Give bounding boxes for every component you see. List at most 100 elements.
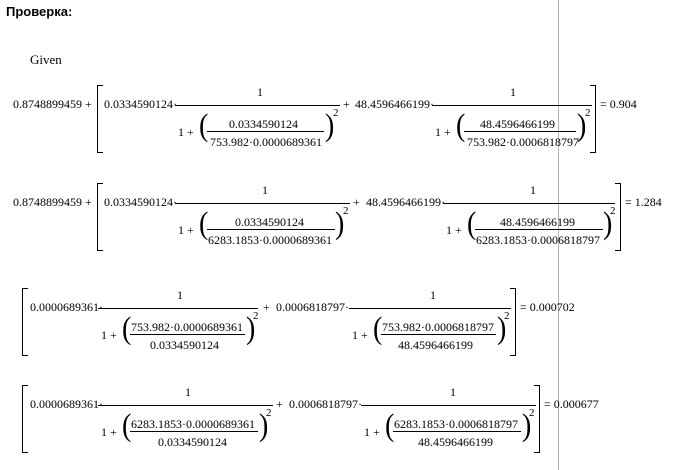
equation-3: 0.0000689361· 1 1 + ( 753.982·0.00006893… bbox=[0, 288, 677, 363]
eq3-result: = 0.000702 bbox=[520, 300, 575, 314]
eq1-term2-frac-num: 48.4596466199 bbox=[480, 117, 555, 131]
eq4-term1-rparen: ) bbox=[259, 407, 269, 444]
eq1-term1-lparen: ( bbox=[199, 107, 209, 144]
eq4-term2-rparen: ) bbox=[522, 407, 532, 444]
eq2-term1-frac-bar bbox=[207, 229, 335, 230]
eq1-plus: + bbox=[343, 97, 350, 111]
page-break-line bbox=[558, 0, 559, 470]
eq2-term2-exponent: 2 bbox=[610, 205, 616, 217]
eq3-term1-main-bar bbox=[98, 308, 258, 309]
eq2-term2-coef: 48.4596466199· bbox=[366, 195, 445, 209]
eq2-term2-rparen: ) bbox=[603, 205, 613, 242]
eq3-term1-frac-den: 0.0334590124 bbox=[150, 338, 219, 352]
eq4-term2-frac-den: 48.4596466199 bbox=[418, 435, 493, 449]
eq1-left-bracket bbox=[97, 85, 103, 153]
eq2-right-bracket bbox=[615, 183, 621, 251]
section-heading: Проверка: bbox=[6, 4, 73, 19]
eq1-term2-frac-den: 753.982·0.0006818797 bbox=[467, 135, 579, 149]
eq4-term2-frac-bar bbox=[393, 431, 521, 432]
eq3-term1-frac-num: 753.982·0.0000689361 bbox=[131, 320, 243, 334]
eq1-term1-frac-bar bbox=[207, 131, 324, 132]
eq1-term1-one-plus: 1 + bbox=[178, 125, 194, 139]
eq2-term2-main-bar bbox=[443, 203, 615, 204]
eq2-term1-main-bar bbox=[175, 203, 350, 204]
eq1-term2-lparen: ( bbox=[456, 107, 466, 144]
eq4-term1-lparen: ( bbox=[122, 407, 132, 444]
eq1-term2-frac-bar bbox=[464, 131, 576, 132]
eq4-term2-main-bar bbox=[361, 405, 536, 406]
eq3-term2-frac-den: 48.4596466199 bbox=[398, 338, 473, 352]
given-keyword: Given bbox=[30, 52, 62, 67]
eq2-term2-one-plus: 1 + bbox=[446, 223, 462, 237]
eq2-term2-num: 1 bbox=[530, 183, 536, 197]
equation-4: 0.0000689361· 1 1 + ( 6283.1853·0.000068… bbox=[0, 385, 677, 460]
eq1-result: = 0.904 bbox=[600, 97, 637, 111]
eq1-term2-one-plus: 1 + bbox=[435, 125, 451, 139]
eq3-left-bracket bbox=[22, 288, 28, 356]
eq2-term1-rparen: ) bbox=[335, 205, 345, 242]
eq4-term1-frac-den: 0.0334590124 bbox=[158, 435, 227, 449]
eq2-term1-one-plus: 1 + bbox=[178, 223, 194, 237]
eq2-term1-frac-num: 0.0334590124 bbox=[235, 215, 304, 229]
eq4-result: = 0.000677 bbox=[544, 397, 599, 411]
eq3-term2-coef: 0.0006818797· bbox=[276, 300, 349, 314]
eq4-term2-exponent: 2 bbox=[529, 407, 535, 419]
eq2-plus: + bbox=[353, 195, 360, 209]
eq1-term2-num: 1 bbox=[510, 85, 516, 99]
eq3-term1-one-plus: 1 + bbox=[101, 328, 117, 342]
eq4-right-bracket bbox=[534, 385, 540, 453]
eq3-term2-main-bar bbox=[349, 308, 511, 309]
eq3-term2-lparen: ( bbox=[373, 310, 383, 347]
eq1-term1-main-bar bbox=[175, 105, 340, 106]
eq3-term1-exponent: 2 bbox=[253, 310, 259, 322]
eq2-term1-frac-den: 6283.1853·0.0000689361 bbox=[208, 233, 332, 247]
eq2-term2-frac-num: 48.4596466199 bbox=[500, 215, 575, 229]
eq1-term1-rparen: ) bbox=[325, 107, 335, 144]
eq3-term1-coef: 0.0000689361· bbox=[30, 300, 103, 314]
eq4-term2-lparen: ( bbox=[385, 407, 395, 444]
eq2-term1-exponent: 2 bbox=[343, 205, 349, 217]
eq2-term1-num: 1 bbox=[262, 183, 268, 197]
eq3-term2-one-plus: 1 + bbox=[352, 328, 368, 342]
equation-1: 0.8748899459 + 0.0334590124· 1 1 + ( 0.0… bbox=[0, 85, 677, 160]
eq3-term2-frac-bar bbox=[381, 334, 496, 335]
eq4-term2-frac-num: 6283.1853·0.0006818797 bbox=[394, 417, 518, 431]
eq2-term2-frac-bar bbox=[475, 229, 603, 230]
eq3-term1-num: 1 bbox=[177, 288, 183, 302]
eq4-plus: + bbox=[276, 397, 283, 411]
eq1-term1-num: 1 bbox=[257, 85, 263, 99]
eq4-term2-one-plus: 1 + bbox=[364, 425, 380, 439]
eq4-left-bracket bbox=[22, 385, 28, 453]
eq1-term1-frac-den: 753.982·0.0000689361 bbox=[210, 135, 322, 149]
eq1-term2-coef: 48.4596466199· bbox=[355, 97, 434, 111]
eq3-term2-exponent: 2 bbox=[504, 310, 510, 322]
eq4-term1-coef: 0.0000689361· bbox=[30, 397, 103, 411]
eq3-term2-rparen: ) bbox=[497, 310, 507, 347]
eq2-left-bracket bbox=[97, 183, 103, 251]
eq1-right-bracket bbox=[590, 85, 596, 153]
eq3-plus: + bbox=[263, 300, 270, 314]
eq3-term1-rparen: ) bbox=[246, 310, 256, 347]
eq3-term1-lparen: ( bbox=[122, 310, 132, 347]
eq1-term1-coef: 0.0334590124· bbox=[104, 97, 177, 111]
eq3-right-bracket bbox=[510, 288, 516, 356]
eq1-term2-main-bar bbox=[432, 105, 592, 106]
eq4-term1-frac-bar bbox=[130, 431, 258, 432]
eq2-lead-term: 0.8748899459 + bbox=[13, 195, 92, 209]
eq2-term2-frac-den: 6283.1853·0.0006818797 bbox=[476, 233, 600, 247]
eq1-term1-exponent: 2 bbox=[333, 107, 339, 119]
eq3-term1-frac-bar bbox=[130, 334, 245, 335]
eq4-term2-coef: 0.0006818797· bbox=[289, 397, 362, 411]
eq1-term2-rparen: ) bbox=[577, 107, 587, 144]
eq1-term2-exponent: 2 bbox=[585, 107, 591, 119]
eq1-term1-frac-num: 0.0334590124 bbox=[229, 117, 298, 131]
eq4-term1-exponent: 2 bbox=[266, 407, 272, 419]
eq2-term2-lparen: ( bbox=[467, 205, 477, 242]
eq4-term1-one-plus: 1 + bbox=[101, 425, 117, 439]
eq4-term2-num: 1 bbox=[450, 385, 456, 399]
eq4-term1-frac-num: 6283.1853·0.0000689361 bbox=[131, 417, 255, 431]
eq2-term1-coef: 0.0334590124· bbox=[104, 195, 177, 209]
eq1-lead-term: 0.8748899459 + bbox=[13, 97, 92, 111]
eq2-result: = 1.284 bbox=[625, 195, 662, 209]
eq4-term1-num: 1 bbox=[185, 385, 191, 399]
